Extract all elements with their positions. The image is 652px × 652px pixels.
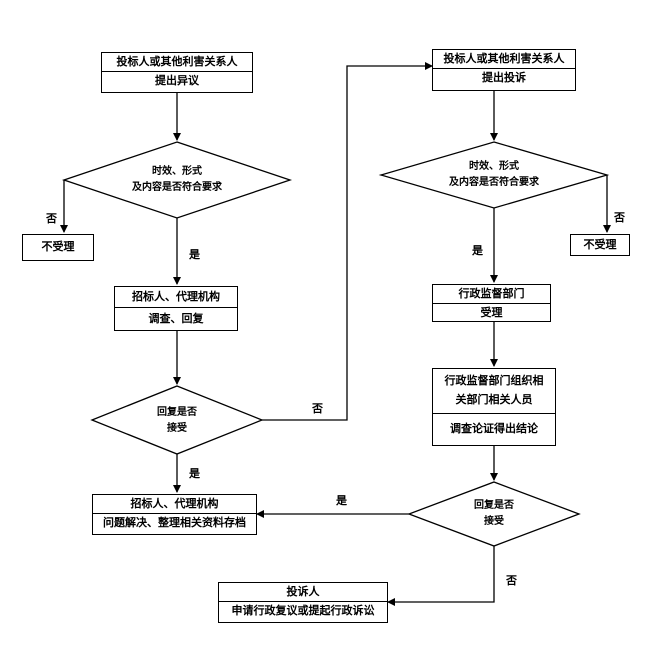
right-pass-label: 是 [472,244,483,257]
right-reject-text: 不受理 [583,238,617,251]
left-reply-diamond: 回复是否 接受 [132,405,222,437]
right-reply-line2: 接受 [484,516,504,527]
left-reply-line1: 回复是否 [157,407,197,418]
agency-action: 调查、回复 [115,307,237,330]
left-pass-label: 是 [189,248,200,261]
agency-title: 招标人、代理机构 [132,290,220,303]
right-check-line2: 及内容是否符合要求 [449,177,539,188]
right-reject-box: 不受理 [570,234,630,256]
right-accept-label: 是 [336,494,347,507]
right-deny-label: 否 [506,574,517,587]
left-check-line2: 及内容是否符合要求 [132,182,222,193]
right-reject-label: 否 [614,211,625,224]
investigate-line1: 行政监督部门组织相 [444,374,544,387]
litigation-box: 投诉人 申请行政复议或提起行政诉讼 [218,582,388,623]
investigate-line2: 关部门相关人员 [455,393,533,406]
admin-title: 行政监督部门 [458,287,525,300]
right-reply-line1: 回复是否 [474,500,514,511]
right-reply-diamond: 回复是否 接受 [449,498,539,530]
complaint-action: 提出投诉 [433,68,575,87]
admin-box: 行政监督部门 受理 [432,284,551,322]
agency-box: 招标人、代理机构 调查、回复 [114,286,238,331]
right-check-line1: 时效、形式 [469,161,519,172]
objection-box: 投标人或其他利害关系人 提出异议 [101,52,253,93]
left-reject-text: 不受理 [41,240,75,253]
investigate-box: 行政监督部门组织相 关部门相关人员 调查论证得出结论 [432,368,556,446]
left-accept-label: 是 [189,467,200,480]
final-box: 招标人、代理机构 问题解决、整理相关资料存档 [92,494,257,535]
left-reply-line2: 接受 [167,423,187,434]
investigate-conclusion: 调查论证得出结论 [433,413,555,444]
left-check-line1: 时效、形式 [152,166,202,177]
left-reject-label: 否 [46,212,57,225]
final-action: 问题解决、整理相关资料存档 [93,513,256,532]
cross-no-label: 否 [312,402,323,415]
left-reject-box: 不受理 [22,234,94,261]
complaint-title: 投标人或其他利害关系人 [443,52,565,65]
complaint-box: 投标人或其他利害关系人 提出投诉 [432,49,576,91]
right-check-diamond: 时效、形式 及内容是否符合要求 [414,159,574,191]
left-check-diamond: 时效、形式 及内容是否符合要求 [97,164,257,196]
admin-action: 受理 [433,303,550,322]
litigation-title: 投诉人 [286,585,320,598]
final-title: 招标人、代理机构 [130,497,219,510]
litigation-action: 申请行政复议或提起行政诉讼 [219,601,387,620]
objection-title: 投标人或其他利害关系人 [116,55,238,68]
objection-action: 提出异议 [102,71,252,90]
